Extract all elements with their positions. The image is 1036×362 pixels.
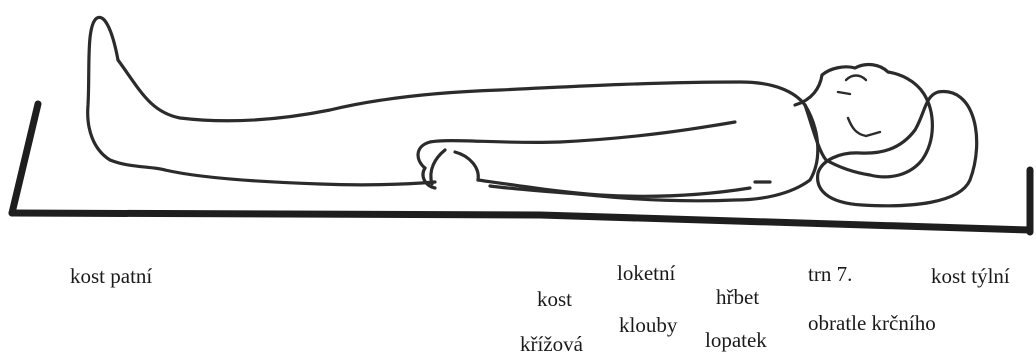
label-elbow-line1: loketní bbox=[617, 263, 675, 284]
arm bbox=[418, 122, 735, 168]
label-c7-line2: obratle krčního bbox=[808, 313, 936, 334]
foot bbox=[88, 17, 165, 170]
back-line bbox=[490, 105, 818, 201]
upper-body-line bbox=[118, 60, 805, 121]
label-occiput: kost týlní bbox=[931, 266, 1010, 287]
label-heel: kost patní bbox=[70, 266, 152, 287]
board-left-edge bbox=[12, 104, 38, 213]
label-sacrum-line1: kost bbox=[537, 289, 572, 310]
label-sacrum-line2: křížová bbox=[520, 334, 583, 355]
pillow bbox=[818, 92, 977, 206]
label-scapula-line2: lopatek bbox=[705, 330, 767, 351]
face-eye bbox=[846, 76, 866, 81]
label-elbow-line2: klouby bbox=[619, 315, 677, 336]
board-surface bbox=[12, 213, 1030, 230]
lower-body-line bbox=[165, 170, 435, 185]
board bbox=[12, 104, 1030, 232]
face-ear bbox=[848, 118, 880, 136]
face-mouth bbox=[838, 92, 850, 94]
person-outline bbox=[88, 17, 933, 200]
label-scapula-line1: hřbet bbox=[716, 287, 759, 308]
label-c7-line1: trn 7. bbox=[808, 264, 852, 285]
hand bbox=[423, 150, 478, 188]
